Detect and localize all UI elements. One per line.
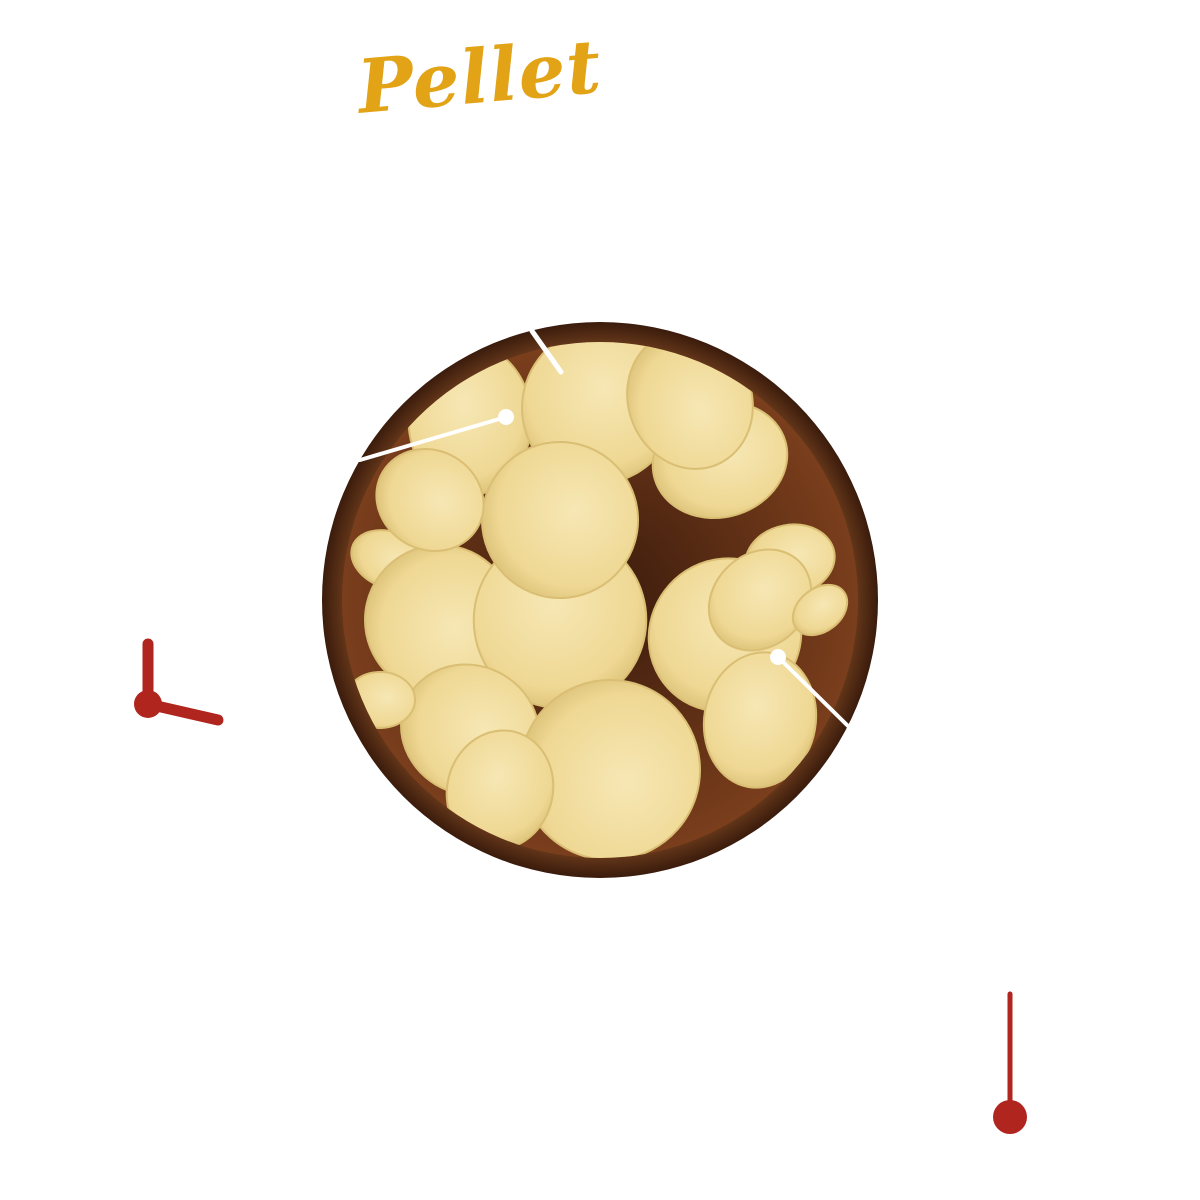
pellet-disc [481,441,639,599]
callout-line-top [529,328,564,375]
callout-line-left [358,415,508,462]
callouts [358,328,850,728]
pellet-pile [344,342,849,858]
callout-dot-left [498,409,514,425]
red-pin-marker-right [993,991,1027,1134]
pellet-disc [791,583,849,637]
callout-dot-right [770,649,786,665]
pellet-disc [375,447,485,553]
callout-line-right [776,655,850,728]
pellet-disc [707,548,813,652]
red-corner-marker-left [134,638,224,726]
